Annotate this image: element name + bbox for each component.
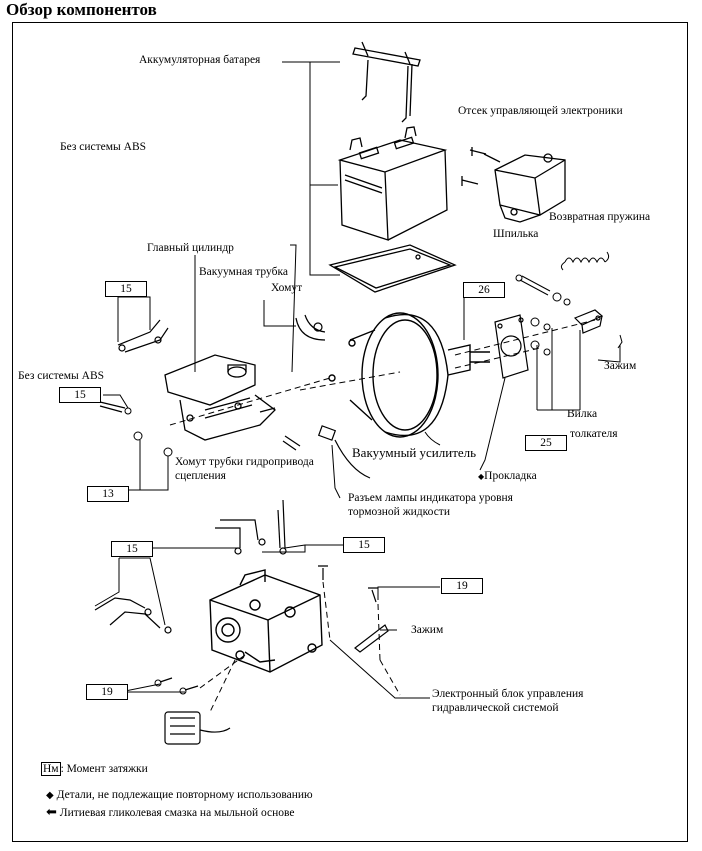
- abs-actuator-drawing: [209, 569, 323, 673]
- label-clip-lower: Зажим: [411, 624, 444, 636]
- battery-drawing: [337, 126, 448, 241]
- label-no-abs-top: Без системы ABS: [60, 141, 147, 153]
- page-title: Обзор компонентов: [6, 0, 157, 19]
- pushrod-clevis-drawing: [573, 309, 604, 334]
- torque-box: 15: [111, 541, 153, 557]
- torque-box: 13: [87, 486, 129, 502]
- label-clutch-hose-clamp-1: Хомут трубки гидропривода: [175, 456, 314, 468]
- legend-torque: Нм: Момент затяжки: [41, 762, 148, 776]
- diamond-icon: ◆: [46, 790, 54, 801]
- brake-lines-top-drawing: [117, 319, 169, 353]
- torque-box: 26: [463, 282, 505, 298]
- arrow-left-icon: ⬅: [46, 804, 57, 819]
- master-cylinder-drawing: [164, 354, 276, 441]
- vacuum-hose-drawing: [295, 314, 326, 341]
- torque-box: 19: [86, 684, 128, 700]
- label-gasket: ◆Прокладка: [478, 469, 537, 484]
- brake-booster-drawing: [328, 312, 490, 438]
- label-master-cylinder: Главный цилиндр: [147, 242, 234, 254]
- label-fluid-level-connector-1: Разъем лампы индикатора уровня: [348, 492, 513, 504]
- legend-grease: ⬅ Литиевая гликолевая смазка на мыльной …: [46, 805, 295, 820]
- legend-non-reusable-text: Детали, не подлежащие повторному использ…: [56, 789, 313, 801]
- torque-box: 19: [441, 578, 483, 594]
- label-hydraulic-ecu-1: Электронный блок управления: [432, 688, 584, 700]
- ecu-compartment-drawing: [461, 147, 566, 223]
- diagram-frame: [12, 22, 688, 842]
- fluid-level-connector-drawing: [317, 425, 371, 479]
- label-ecu-compartment: Отсек управляющей электроники: [458, 105, 623, 117]
- label-brake-booster: Вакуумный усилитель: [352, 445, 477, 460]
- torque-box: 15: [105, 281, 147, 297]
- label-gasket-text: Прокладка: [484, 470, 537, 482]
- abs-brake-pipes-drawing: [94, 499, 287, 634]
- label-vacuum-hose: Вакуумная трубка: [199, 266, 288, 278]
- label-hydraulic-ecu-2: гидравлической системой: [432, 702, 559, 714]
- stud-drawing: [515, 274, 571, 306]
- label-clutch-hose-clamp-2: сцепления: [175, 470, 226, 482]
- label-clip-right: Зажим: [604, 360, 637, 372]
- legend-torque-text: : Момент затяжки: [60, 763, 148, 775]
- label-clamp: Хомут: [271, 282, 303, 294]
- label-no-abs-left: Без системы ABS: [18, 370, 105, 382]
- legend-grease-text: Литиевая гликолевая смазка на мыльной ос…: [59, 807, 295, 819]
- battery-hold-down-drawing: [352, 41, 421, 123]
- label-pushrod-clevis-2: толкателя: [570, 428, 618, 440]
- battery-tray-drawing: [328, 244, 457, 293]
- torque-box: 25: [525, 435, 567, 451]
- label-fluid-level-connector-2: тормозной жидкости: [348, 506, 450, 518]
- abs-connector-drawing: [164, 711, 231, 745]
- clip-drawing: [617, 334, 623, 349]
- label-pushrod-clevis-1: Вилка: [567, 408, 598, 420]
- torque-box: 15: [59, 387, 101, 403]
- nm-symbol: Нм: [41, 762, 61, 776]
- gasket-drawing: [494, 314, 529, 379]
- non-reusable-mark-icon: ◆: [478, 472, 485, 481]
- return-spring-drawing: [560, 251, 610, 271]
- label-battery: Аккумуляторная батарея: [139, 54, 261, 66]
- label-stud: Шпилька: [493, 228, 539, 240]
- label-return-spring: Возвратная пружина: [549, 211, 651, 223]
- torque-box: 15: [343, 537, 385, 553]
- legend-non-reusable: ◆ Детали, не подлежащие повторному испол…: [46, 788, 313, 803]
